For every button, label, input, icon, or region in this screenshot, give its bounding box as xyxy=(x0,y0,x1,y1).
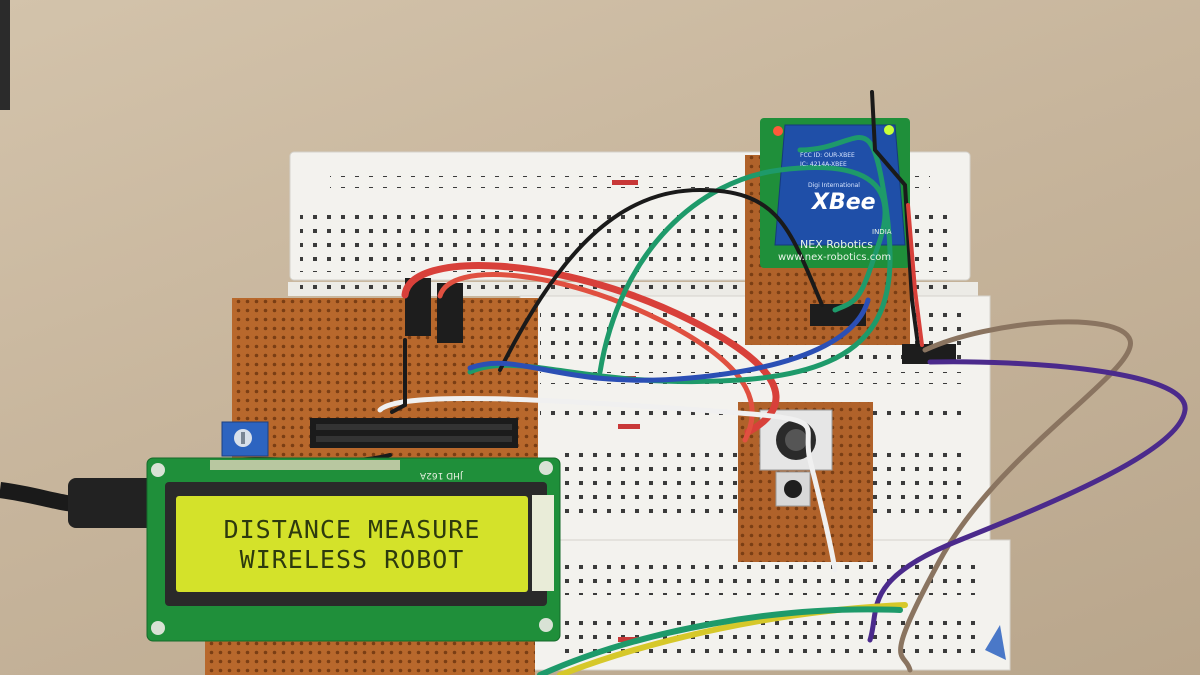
xbee-brand: Digi International xyxy=(808,182,860,189)
female-header-row xyxy=(310,418,518,448)
rail-marker xyxy=(612,180,638,185)
xbee-fcc-id: FCC ID: OUR-XBEE xyxy=(800,152,855,159)
header-connector xyxy=(810,304,866,326)
header-connector xyxy=(902,344,956,364)
jumper-wires xyxy=(203,90,1188,675)
lcd-module xyxy=(146,457,561,642)
lcd-line-1: DISTANCE MEASURE xyxy=(223,515,481,544)
xbee-ic: IC: 4214A-XBEE xyxy=(800,161,847,168)
xbee-country: INDIA xyxy=(872,228,892,236)
xbee-adapter-board xyxy=(760,118,910,268)
lcd-model-label: JHD 162A xyxy=(420,470,463,480)
xbee-board-maker: NEX Robotics xyxy=(800,238,873,251)
lcd-display: DISTANCE MEASURE WIRELESS ROBOT xyxy=(182,506,522,584)
lcd-line-2: WIRELESS ROBOT xyxy=(239,545,465,574)
dark-corner xyxy=(0,0,10,110)
xbee-board-url: www.nex-robotics.com xyxy=(778,252,892,263)
rail-marker xyxy=(618,424,640,429)
potentiometer xyxy=(221,421,269,457)
usb-cable xyxy=(0,478,160,528)
rail-marker xyxy=(618,637,640,642)
xbee-logo: XBee xyxy=(812,190,876,215)
